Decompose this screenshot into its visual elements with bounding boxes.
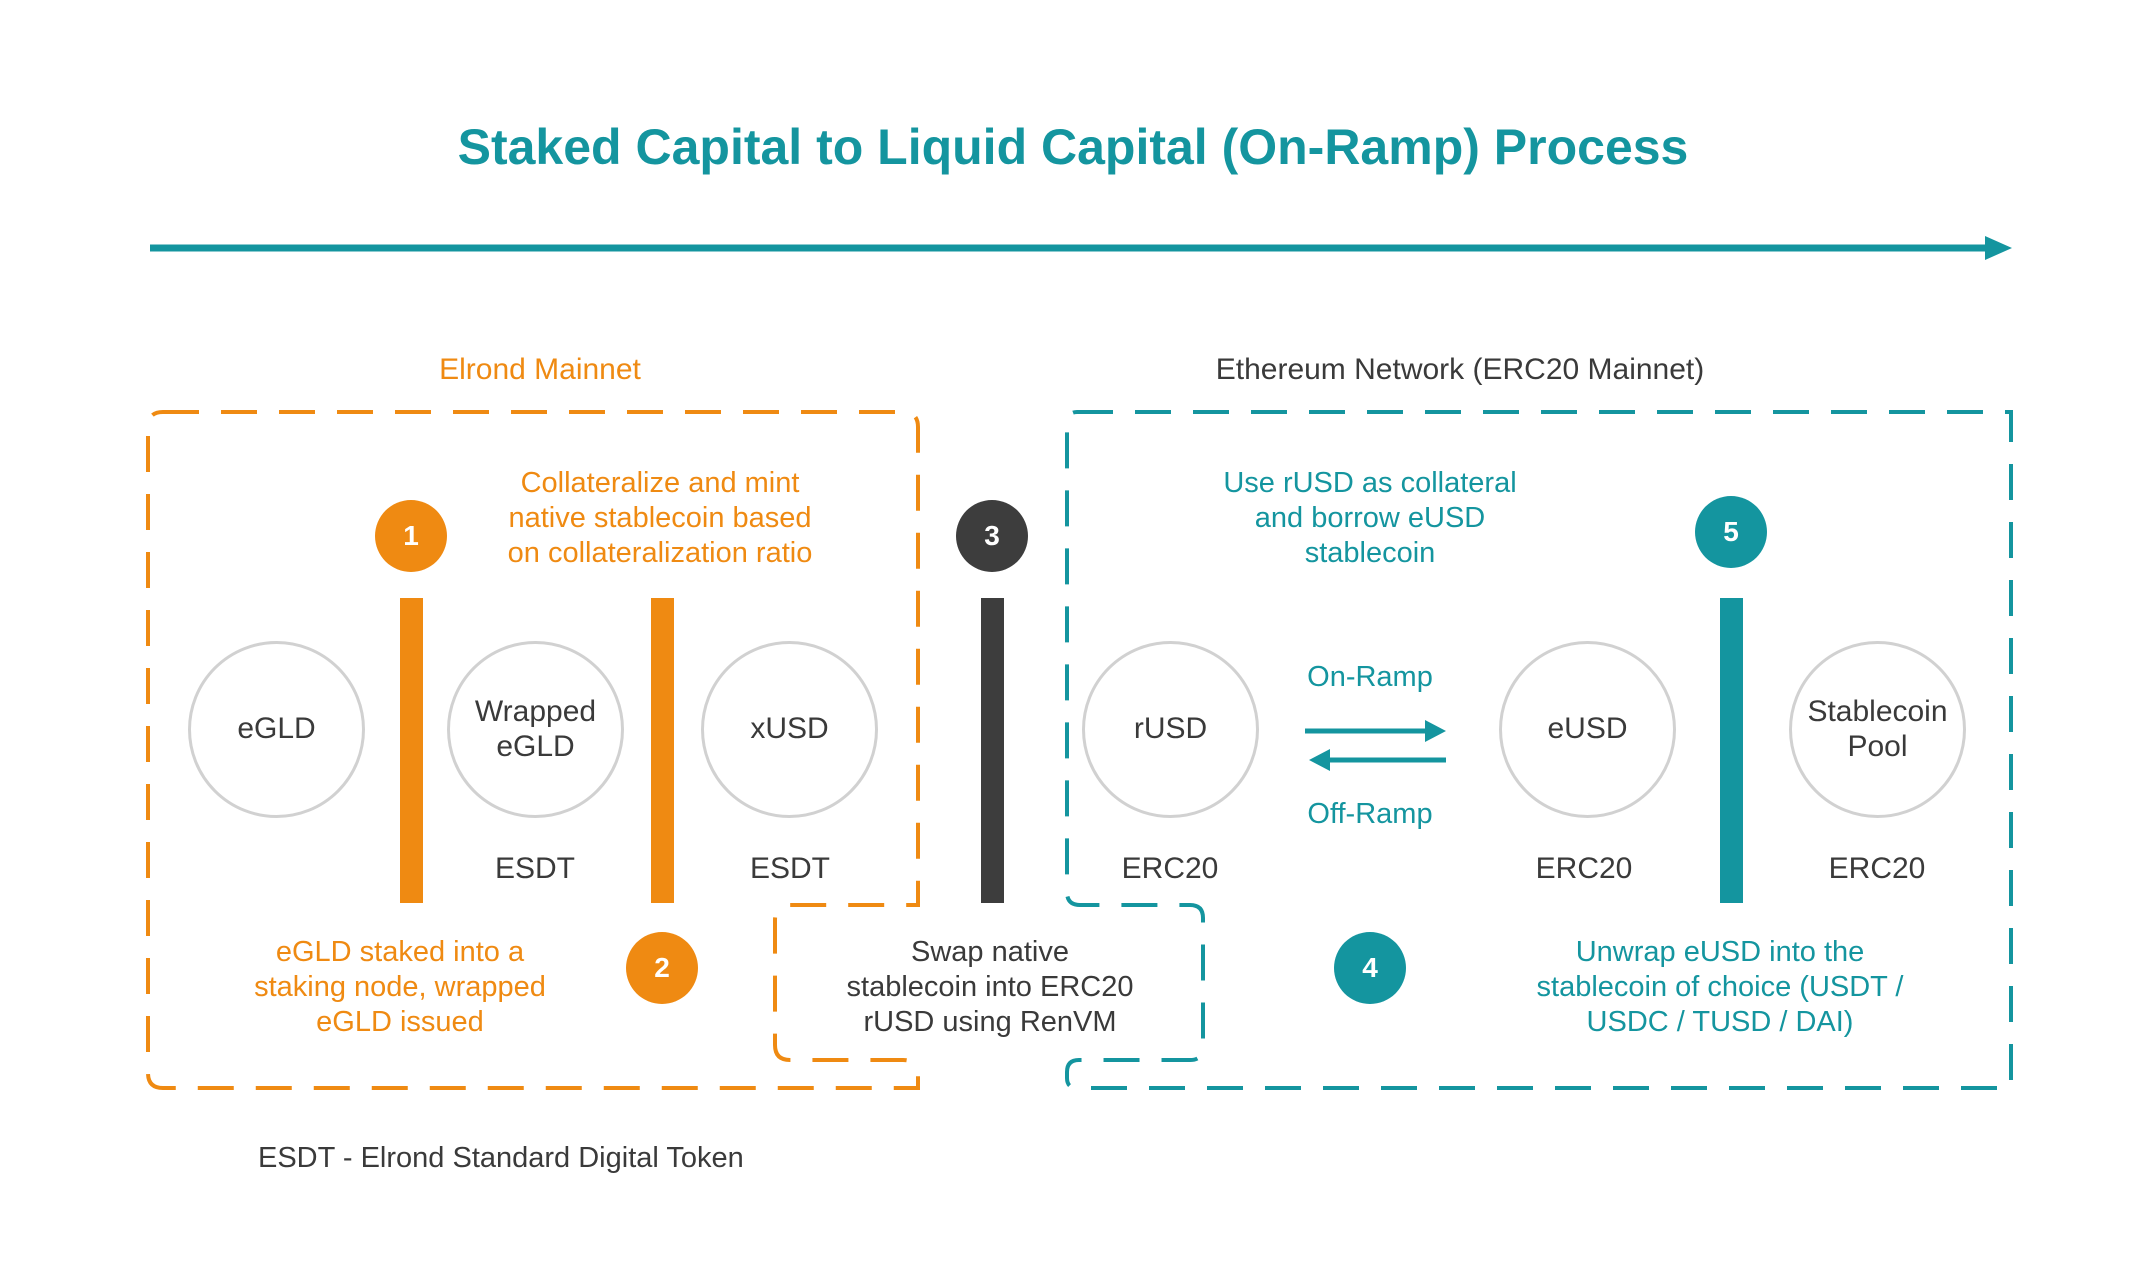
token-type-xusd: ESDT <box>749 852 830 885</box>
step-1-badge: 1 <box>375 500 447 572</box>
step-4-description: Use rUSD as collateral and borrow eUSD s… <box>1223 467 1517 569</box>
node-egld: eGLD <box>188 641 365 818</box>
diagram-title: Staked Capital to Liquid Capital (On-Ram… <box>457 119 1689 175</box>
token-type-wrapped-egld: ESDT <box>494 852 575 885</box>
step-2-bar <box>651 598 674 903</box>
on-ramp-label: On-Ramp <box>1307 661 1433 693</box>
step-3-description: Swap native stablecoin into ERC20 rUSD u… <box>846 936 1134 1038</box>
elrond-mainnet-label: Elrond Mainnet <box>439 353 641 386</box>
step-3-bar <box>981 598 1004 903</box>
node-xusd: xUSD <box>701 641 878 818</box>
on-ramp-arrow <box>1305 720 1446 742</box>
off-ramp-arrow <box>1309 749 1446 771</box>
esdt-footnote: ESDT - Elrond Standard Digital Token <box>258 1142 744 1174</box>
token-type-rusd: ERC20 <box>1121 852 1219 885</box>
step-2-badge: 2 <box>626 932 698 1004</box>
ethereum-network-label: Ethereum Network (ERC20 Mainnet) <box>1215 353 1705 386</box>
token-type-stablecoin-pool: ERC20 <box>1828 852 1926 885</box>
ethereum-region-border <box>1065 410 2014 1090</box>
off-ramp-label: Off-Ramp <box>1307 798 1433 830</box>
node-stablecoin-pool: Stablecoin Pool <box>1789 641 1966 818</box>
step-3-badge: 3 <box>956 500 1028 572</box>
step-5-bar <box>1720 598 1743 903</box>
step-4-badge: 4 <box>1334 932 1406 1004</box>
step-2-description: eGLD staked into a staking node, wrapped… <box>254 936 546 1038</box>
step-5-badge: 5 <box>1695 496 1767 568</box>
node-rusd: rUSD <box>1082 641 1259 818</box>
step-5-description: Unwrap eUSD into the stablecoin of choic… <box>1536 936 1904 1038</box>
node-eusd: eUSD <box>1499 641 1676 818</box>
process-direction-arrow <box>150 236 2012 260</box>
elrond-region-border <box>146 410 920 1090</box>
token-type-eusd: ERC20 <box>1535 852 1633 885</box>
step-1-bar <box>400 598 423 903</box>
node-wrapped-egld: Wrapped eGLD <box>447 641 624 818</box>
step-1-description: Collateralize and mint native stablecoin… <box>507 467 813 569</box>
